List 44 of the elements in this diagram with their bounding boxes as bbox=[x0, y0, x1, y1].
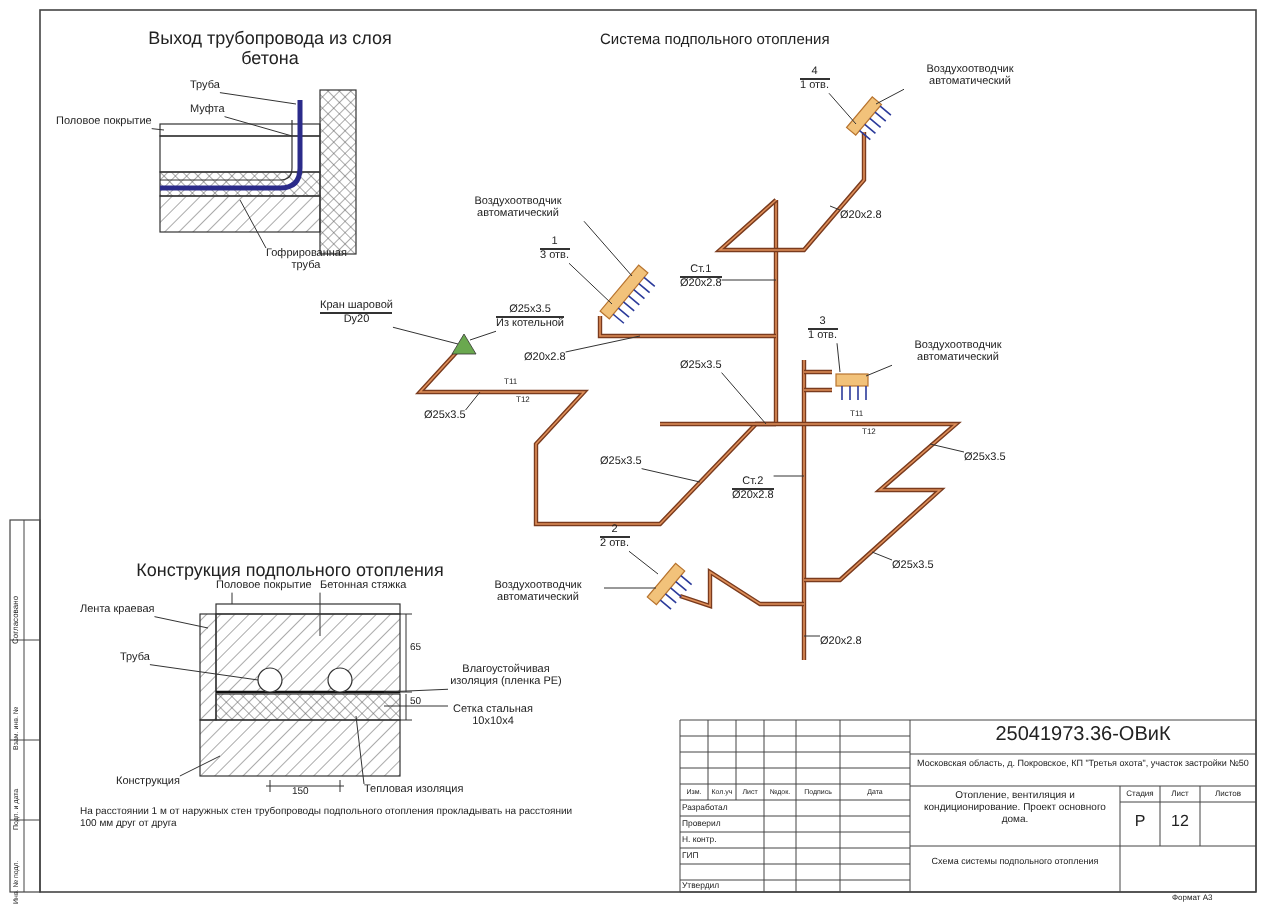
leader-line bbox=[836, 342, 841, 373]
leader-line bbox=[219, 92, 297, 105]
table-text: Р bbox=[1132, 812, 1148, 831]
leader-line bbox=[568, 262, 613, 305]
manifold-drawing bbox=[845, 95, 892, 141]
leader-line bbox=[565, 335, 641, 353]
leader-line bbox=[465, 391, 481, 411]
leader-line bbox=[392, 326, 459, 345]
leader-line bbox=[469, 330, 497, 341]
leader-line bbox=[875, 88, 905, 105]
leader-line bbox=[929, 443, 965, 453]
drawing-title: Конструкция подпольного отопления bbox=[134, 560, 446, 580]
leader-line bbox=[231, 592, 233, 605]
leader-line bbox=[149, 664, 259, 681]
leader-line bbox=[224, 116, 293, 137]
leader-line bbox=[319, 592, 321, 637]
leader-line bbox=[355, 715, 365, 785]
leader-line bbox=[829, 205, 841, 211]
leader-line bbox=[383, 688, 449, 693]
leader-line bbox=[803, 635, 821, 637]
manifold-drawing bbox=[646, 562, 693, 610]
leader-line bbox=[721, 279, 777, 281]
leader-line bbox=[583, 220, 633, 277]
leader-line bbox=[153, 616, 209, 629]
leader-line bbox=[383, 705, 449, 707]
leader-line bbox=[828, 92, 857, 125]
manifold-drawing bbox=[599, 264, 656, 325]
manifold-drawing bbox=[835, 373, 869, 401]
leader-line bbox=[865, 364, 893, 377]
leader-line bbox=[179, 755, 221, 777]
leader-line bbox=[641, 468, 701, 483]
floor-construction-drawing bbox=[199, 603, 401, 777]
table-text: 12 bbox=[1169, 812, 1191, 831]
drawing-code: 25041973.36-ОВиК bbox=[993, 724, 1173, 747]
leader-line bbox=[151, 128, 165, 131]
leader-line bbox=[721, 372, 767, 425]
drawing-title: Выход трубопровода из слоя бетона bbox=[146, 28, 394, 70]
leader-line bbox=[773, 475, 805, 477]
leader-line bbox=[871, 551, 893, 561]
pipe-circle bbox=[327, 667, 353, 693]
valve-icon bbox=[451, 333, 477, 355]
leader-line bbox=[603, 587, 657, 589]
pipe-circle bbox=[257, 667, 283, 693]
leader-line bbox=[628, 550, 659, 575]
